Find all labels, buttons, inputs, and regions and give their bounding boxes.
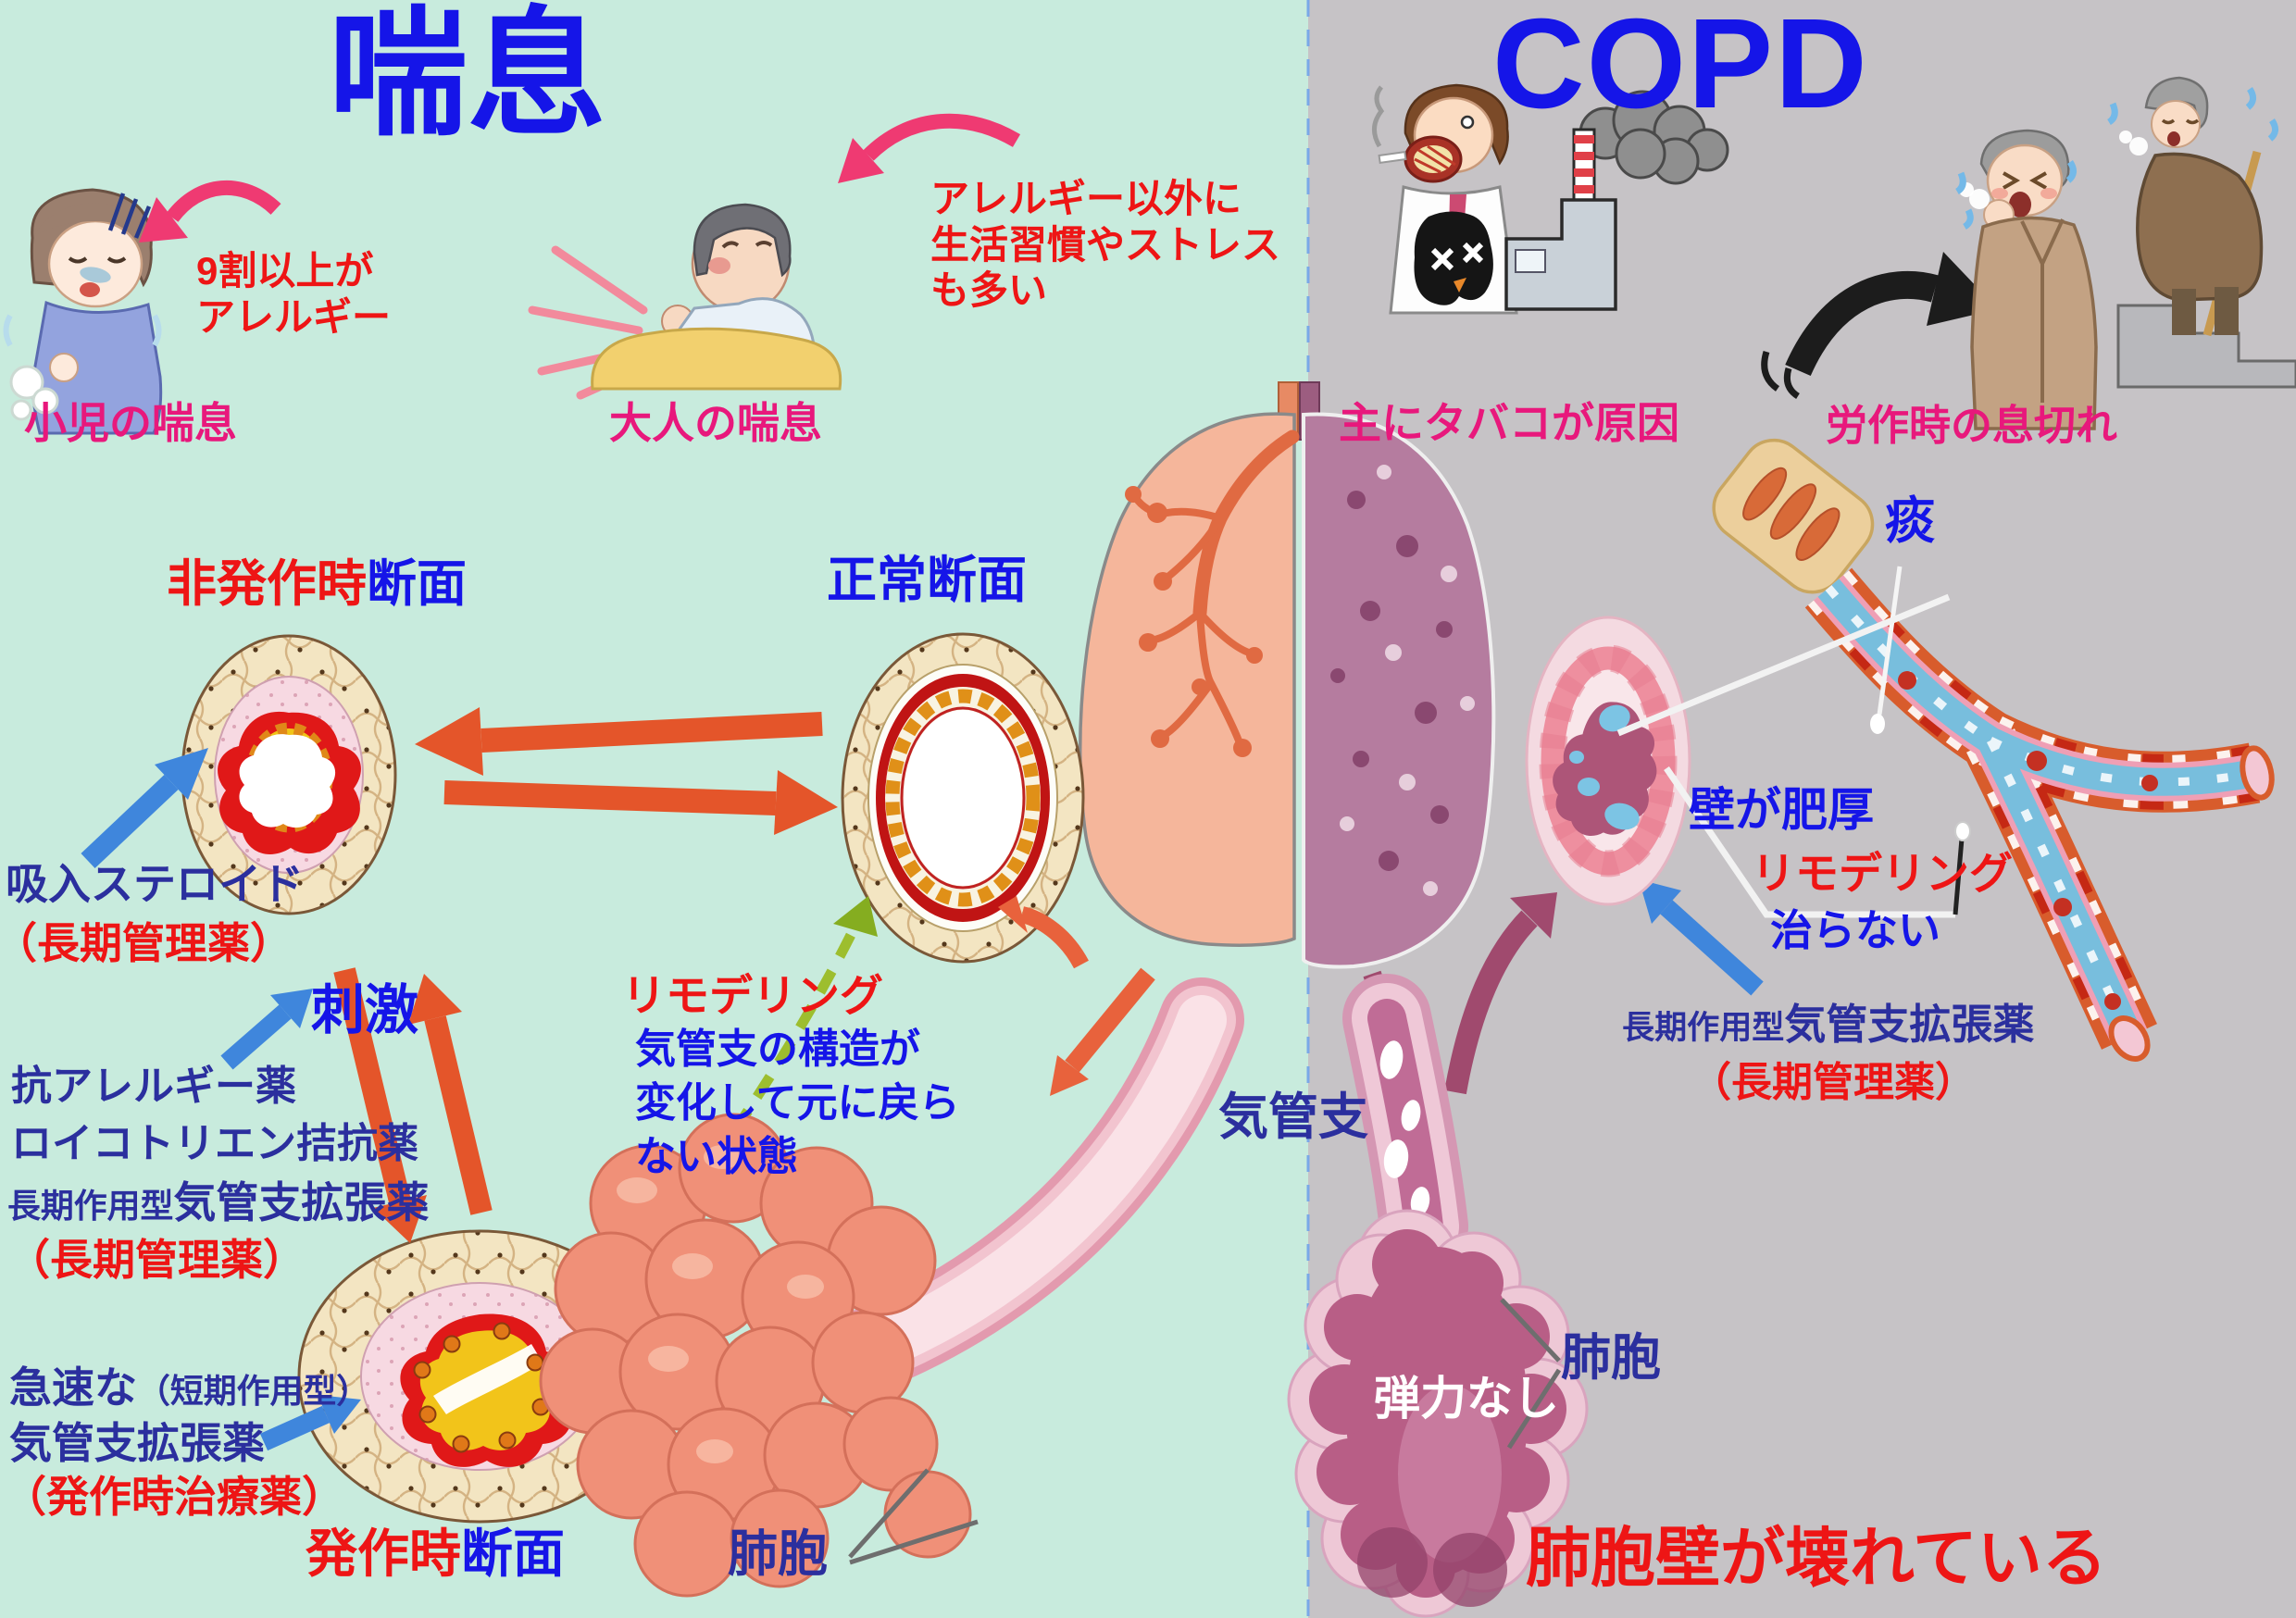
pointer-lines-copd xyxy=(1616,566,1971,918)
attack-section-label: 発作時断面 xyxy=(306,1524,565,1585)
copd-title: COPD xyxy=(1492,0,1869,135)
remodeling-title-left: リモデリング xyxy=(622,971,883,1020)
factory-smoke-illustration xyxy=(1504,90,1729,311)
adult-note-line2: 生活習慣やストレス xyxy=(930,222,1281,267)
copd-bronchus-tube xyxy=(1342,974,1468,1271)
rapid-big-part: 急速な xyxy=(9,1363,137,1412)
pink-arrow-to-child xyxy=(139,180,281,243)
child-caption: 小児の喘息 xyxy=(24,399,237,447)
copd-med-big-part: 気管支拡張薬 xyxy=(1784,1001,2035,1048)
smoker-illustration xyxy=(1372,83,1518,315)
adult-cause-note: アレルギー以外に 生活習慣やストレス も多い xyxy=(930,176,1280,314)
copd-deflated-alveoli-sac xyxy=(1287,1209,1589,1618)
steroid-label: 吸入ステロイド xyxy=(6,860,304,908)
copd-med-small-part: 長期作用型 xyxy=(1622,1010,1785,1046)
adult-coughing-illustration xyxy=(528,203,842,400)
rapid-med-line1: 急速な（短期作用型） xyxy=(9,1363,369,1413)
med2-label: ロイコトリエン拮抗薬 xyxy=(11,1121,418,1166)
med3-small-part: 長期作用型 xyxy=(7,1188,174,1225)
stimulus-label: 刺激 xyxy=(311,980,419,1040)
healthy-alveoli-cluster xyxy=(539,1113,972,1598)
asthma-title: 喘息 xyxy=(329,0,607,152)
rapid-small-part: （短期作用型） xyxy=(137,1373,370,1410)
arrow-lung-to-bronchus xyxy=(1050,967,1155,1096)
arrow-to-copd-section xyxy=(1444,892,1557,1095)
pointer-lines-alveoli xyxy=(848,1298,1562,1565)
med1-label: 抗アレルギー薬 xyxy=(11,1064,296,1109)
no-cure-label: 治らない xyxy=(1770,906,1940,954)
copd-cross-section xyxy=(1525,616,1691,906)
lungs-illustration xyxy=(1078,381,1496,969)
cross-section-nonattack xyxy=(181,634,397,915)
remodeling-line3: ない状態 xyxy=(635,1134,798,1179)
meds-note-label: （長期管理薬） xyxy=(7,1236,306,1284)
wall-thick-label: 壁が肥厚 xyxy=(1689,784,1874,836)
sputum-label: 痰 xyxy=(1885,493,1935,549)
healthy-bronchus-tube xyxy=(818,977,1244,1396)
no-elasticity-label: 弾力なし xyxy=(1374,1373,1559,1425)
arrow-lung-to-normal-section xyxy=(998,896,1089,969)
rapid-med-line2: 気管支拡張薬 xyxy=(9,1419,265,1467)
child-note-line1: 9割以上が xyxy=(196,249,374,292)
adult-note-line1: アレルギー以外に xyxy=(930,177,1242,220)
alveoli-label-right: 肺胞 xyxy=(1561,1330,1661,1386)
med3-big-part: 気管支拡張薬 xyxy=(173,1178,430,1226)
blue-arrow-meds-to-stimulus xyxy=(220,989,313,1070)
med3-label: 長期作用型気管支拡張薬 xyxy=(7,1177,429,1227)
remodeling-line1: 気管支の構造が xyxy=(635,1027,920,1072)
rapid-med-note: （発作時治療薬） xyxy=(4,1473,344,1521)
broken-alveoli-label: 肺胞壁が壊れている xyxy=(1526,1522,2107,1594)
attack-blue-part: 断面 xyxy=(461,1525,565,1583)
elderly-coughing-illustration xyxy=(1954,129,2098,430)
child-allergy-note: 9割以上が アレルギー xyxy=(196,248,391,340)
blue-arrow-copd-med xyxy=(1639,879,1764,996)
nonattack-blue-part: 断面 xyxy=(367,556,467,612)
copd-med-note: （長期管理薬） xyxy=(1691,1060,1976,1105)
child-note-line2: アレルギー xyxy=(196,294,392,339)
normal-section-label: 正常断面 xyxy=(827,553,1027,608)
bronchus-label: 気管支 xyxy=(1218,1089,1368,1145)
steroid-note-label: （長期管理薬） xyxy=(0,919,293,967)
reversible-arrows-diagonal xyxy=(333,967,493,1243)
adult-note-line3: も多い xyxy=(930,268,1048,313)
copd-cause-caption: 主にタバコが原因 xyxy=(1339,399,1679,447)
copd-exertion-caption: 労作時の息切れ xyxy=(1826,402,2118,449)
nonattack-section-label: 非発作時断面 xyxy=(167,555,467,615)
blue-arrow-rapid-med xyxy=(259,1395,361,1451)
elderly-cane-stairs-illustration xyxy=(2106,76,2296,389)
remodeling-title-right: リモデリング xyxy=(1752,849,2013,898)
nonattack-red-part: 非発作時 xyxy=(167,556,367,612)
pink-arrow-to-adult xyxy=(838,113,1021,183)
blue-arrow-steroid xyxy=(81,748,208,868)
reversible-arrows-horizontal xyxy=(415,707,838,835)
alveoli-highlights xyxy=(617,1145,824,1463)
remodeling-line2: 変化して元に戻ら xyxy=(635,1080,960,1126)
copd-med-line1: 長期作用型気管支拡張薬 xyxy=(1622,1000,2034,1049)
cross-section-normal xyxy=(841,632,1085,964)
child-coughing-illustration xyxy=(3,188,163,435)
copd-3d-bronchus xyxy=(1712,438,2275,1062)
adult-caption: 大人の喘息 xyxy=(609,399,822,447)
alveoli-label-left: 肺胞 xyxy=(728,1526,828,1582)
attack-red-part: 発作時 xyxy=(306,1525,461,1583)
